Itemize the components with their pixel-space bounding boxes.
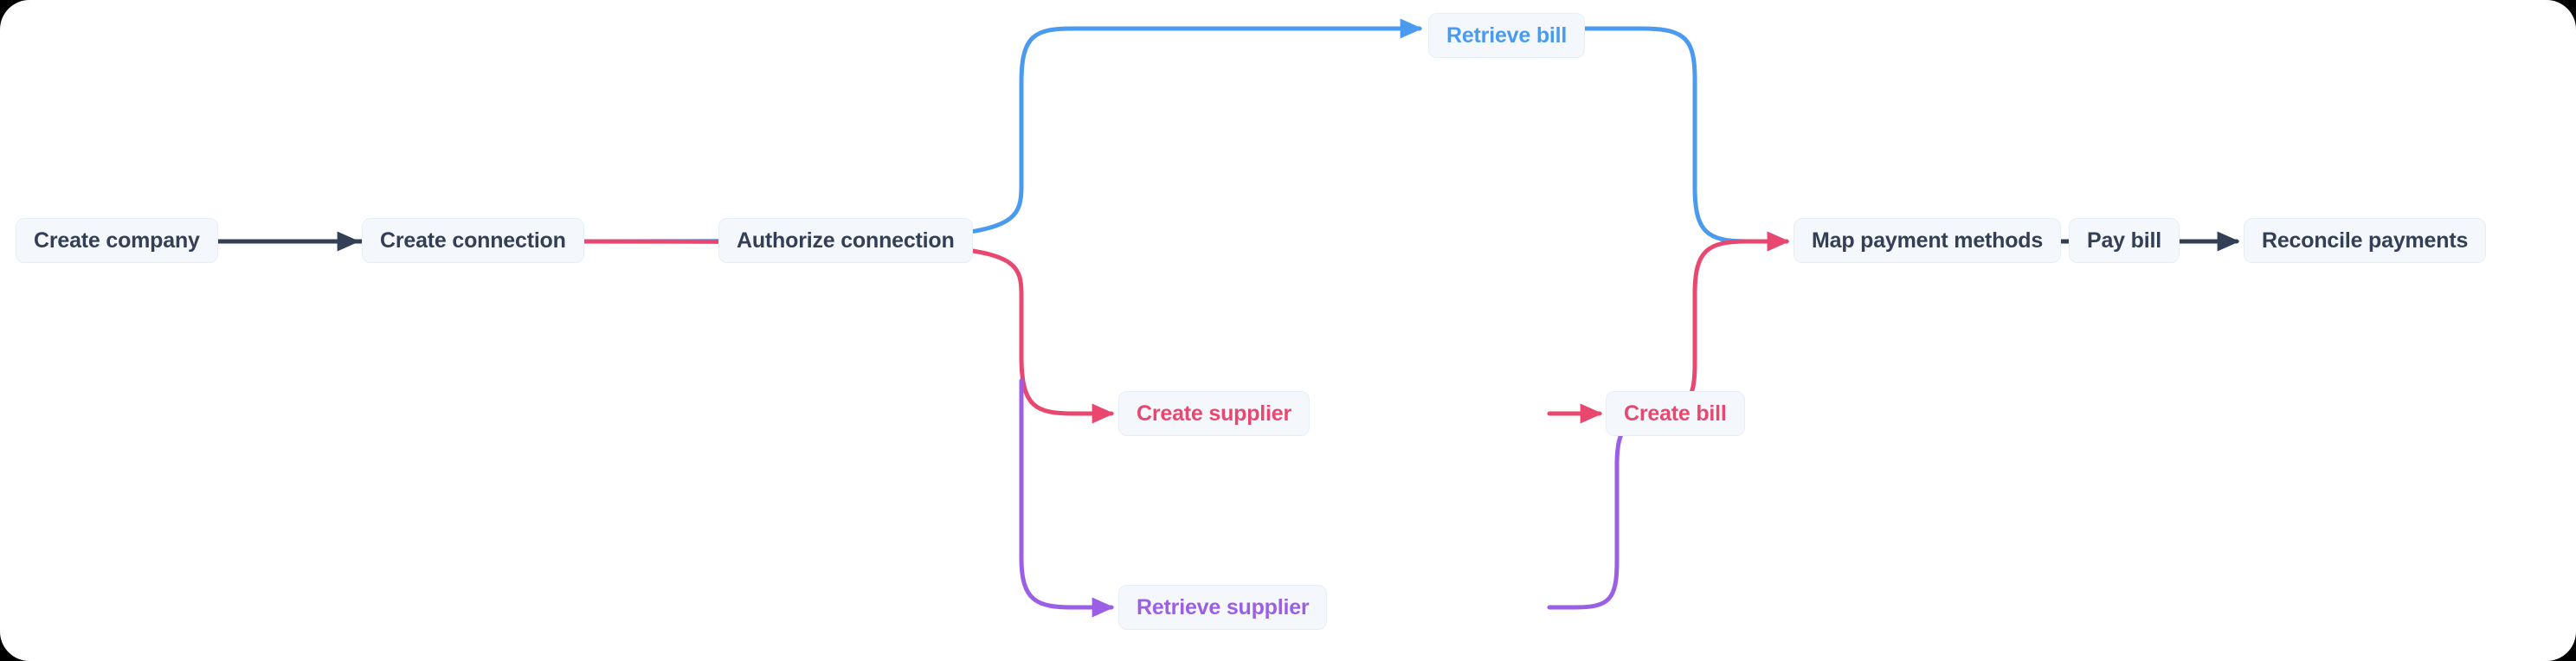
node-create-supplier[interactable]: Create supplier — [1118, 391, 1311, 436]
node-pay-bill[interactable]: Pay bill — [2069, 218, 2180, 263]
node-retrieve-bill-label: Retrieve bill — [1446, 22, 1568, 48]
node-authorize-connection-label: Authorize connection — [737, 228, 955, 253]
node-reconcile-payments[interactable]: Reconcile payments — [2244, 218, 2487, 263]
node-create-bill-label: Create bill — [1624, 401, 1727, 426]
node-retrieve-supplier-label: Retrieve supplier — [1137, 594, 1310, 619]
node-pay-bill-label: Pay bill — [2087, 228, 2161, 253]
edge-retrieve-supplier-to-create-bill — [1547, 407, 1665, 610]
node-create-company[interactable]: Create company — [16, 218, 218, 263]
node-reconcile-payments-label: Reconcile payments — [2262, 228, 2469, 253]
node-map-payment-methods[interactable]: Map payment methods — [1794, 218, 2062, 263]
node-retrieve-supplier[interactable]: Retrieve supplier — [1118, 585, 1328, 630]
node-retrieve-bill[interactable]: Retrieve bill — [1428, 13, 1586, 58]
node-create-supplier-label: Create supplier — [1137, 401, 1292, 426]
edge-authorize-connection-to-retrieve-supplier — [1019, 378, 1115, 618]
node-map-payment-methods-label: Map payment methods — [1812, 228, 2044, 253]
node-authorize-connection[interactable]: Authorize connection — [718, 218, 973, 263]
edge-authorize-connection-to-retrieve-bill — [517, 18, 1423, 244]
node-create-bill[interactable]: Create bill — [1606, 391, 1745, 436]
edge-authorize-connection-to-create-supplier — [517, 239, 1115, 424]
node-create-connection-label: Create connection — [380, 228, 566, 253]
node-create-company-label: Create company — [34, 228, 200, 253]
edge-retrieve-bill-to-map-payment-methods — [1583, 26, 1790, 252]
edge-create-bill-to-map-payment-methods — [1640, 231, 1790, 416]
node-create-connection[interactable]: Create connection — [362, 218, 584, 263]
